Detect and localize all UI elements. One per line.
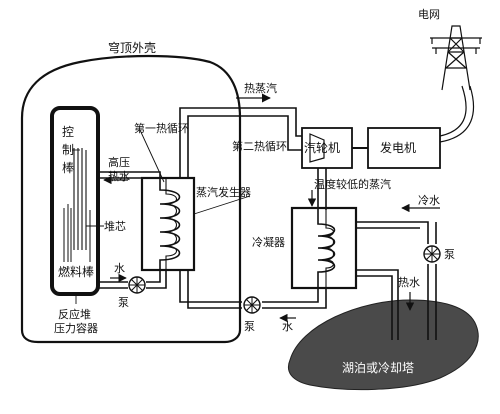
control-rods xyxy=(73,148,87,250)
steam-generator xyxy=(140,176,196,272)
transmission-tower-icon xyxy=(430,25,482,91)
feedwater-line xyxy=(179,270,327,323)
label-rod-2: 制 xyxy=(62,143,74,157)
cooling-loop xyxy=(356,203,440,340)
label-steam-generator: 蒸汽发生器 xyxy=(196,185,251,199)
label-lake: 湖泊或冷却塔 xyxy=(342,360,414,375)
steam-line xyxy=(179,93,302,178)
pump-icon xyxy=(128,276,146,294)
label-condenser: 冷凝器 xyxy=(252,235,285,249)
label-vessel-2: 压力容器 xyxy=(54,321,98,335)
label-water-bottom: 水 xyxy=(282,320,293,333)
label-pump-right: 泵 xyxy=(444,248,455,261)
label-cooler-steam: 温度较低的蒸汽 xyxy=(314,177,391,191)
sg-coil-inner xyxy=(165,178,178,270)
label-pump-bottom: 泵 xyxy=(244,320,255,333)
label-dome: 穹顶外壳 xyxy=(108,40,156,55)
label-fuel-rod: 燃料棒 xyxy=(58,264,94,279)
pump-icon xyxy=(423,245,441,263)
label-pump-left: 泵 xyxy=(118,296,129,309)
fuel-rods xyxy=(63,204,91,262)
label-generator: 发电机 xyxy=(380,140,416,155)
label-hot-water: 热水 xyxy=(398,276,420,289)
label-vessel-1: 反应堆 xyxy=(58,307,91,321)
ground-mass xyxy=(287,299,479,391)
label-cold-water: 冷水 xyxy=(418,194,440,207)
label-core: 堆芯 xyxy=(104,219,126,233)
label-steam-hot: 热蒸汽 xyxy=(244,81,277,95)
condenser xyxy=(290,206,358,290)
power-line xyxy=(439,85,467,137)
label-rod-3: 棒 xyxy=(62,161,74,175)
generator xyxy=(367,127,441,169)
label-hp-water-1: 高压 xyxy=(108,155,130,169)
pump-icon xyxy=(243,296,261,314)
label-turbine: 汽轮机 xyxy=(304,140,340,155)
label-grid: 电网 xyxy=(418,8,440,21)
label-water-left: 水 xyxy=(114,262,125,275)
leader-lines xyxy=(72,129,251,304)
label-hp-water-2: 热水 xyxy=(108,170,130,183)
label-secondary-loop: 第二热循环 xyxy=(232,139,287,153)
pressure-vessel xyxy=(50,106,100,296)
label-primary-loop: 第一热循环 xyxy=(134,121,189,135)
label-rod-1: 控 xyxy=(62,125,74,139)
dome-shell xyxy=(20,54,242,344)
